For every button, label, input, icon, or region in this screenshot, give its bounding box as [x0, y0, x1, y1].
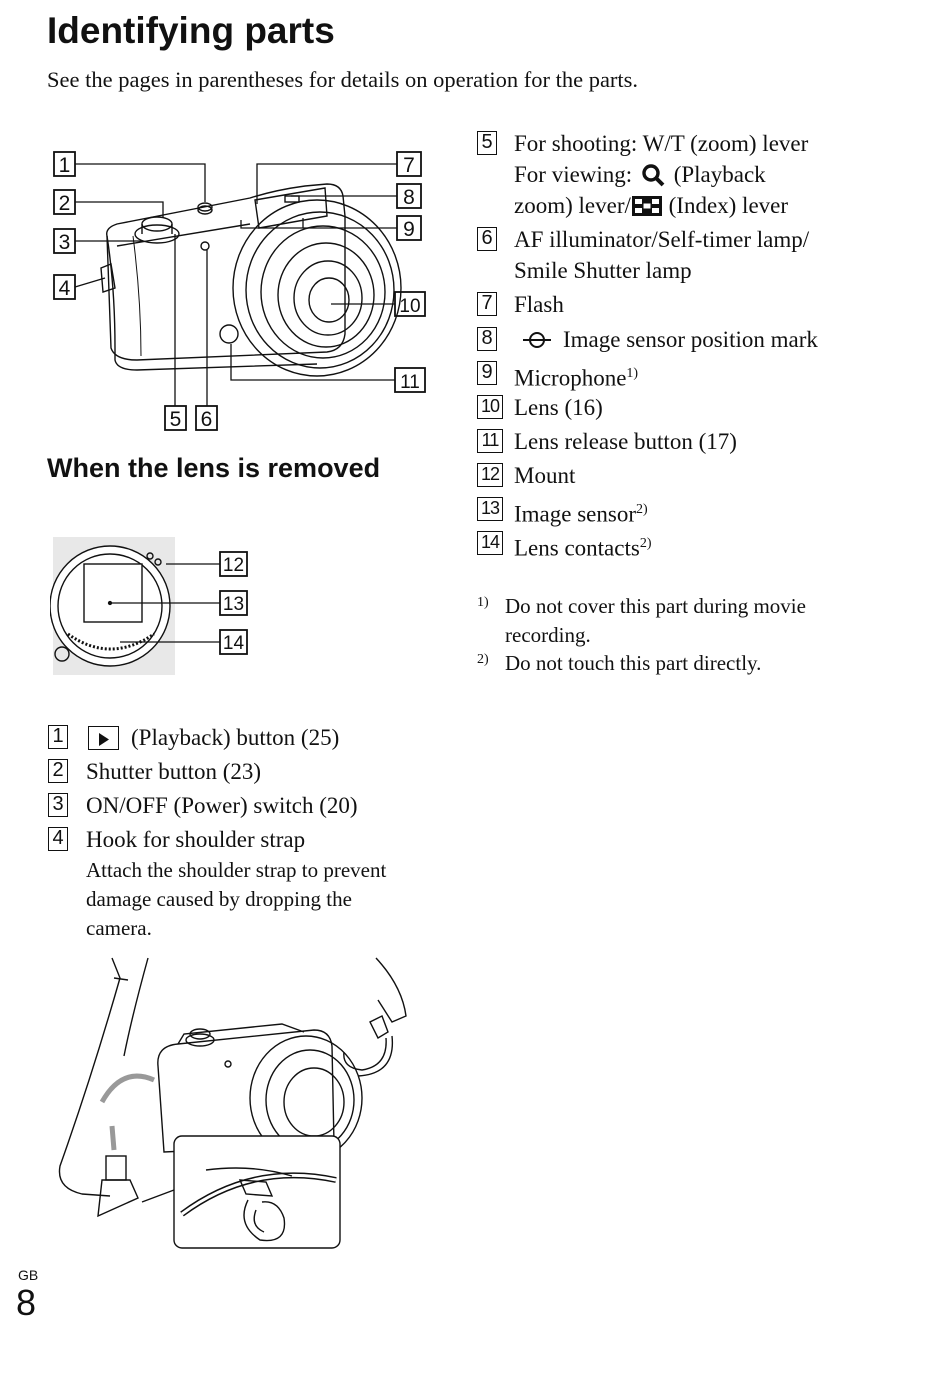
item-number: 7 [477, 292, 497, 316]
footnote-text: recording. [505, 623, 591, 647]
item-number: 10 [477, 395, 503, 419]
item-number: 12 [477, 463, 503, 487]
item-number: 1 [48, 725, 68, 749]
footnote-text: Do not cover this part during movie [505, 594, 806, 618]
item-text: Lens release button (17) [514, 429, 737, 454]
item-text: Lens (16) [514, 395, 603, 420]
strap-note: Attach the shoulder strap to prevent dam… [86, 856, 386, 943]
item-text: ON/OFF (Power) switch (20) [86, 793, 358, 818]
callout-14: 14 [223, 633, 245, 654]
strap-illustration [58, 957, 407, 1249]
item-number: 13 [477, 497, 503, 521]
footnote-1: 1) Do not cover this part during movie r… [477, 592, 897, 650]
callout-5: 5 [170, 408, 182, 431]
footnote-2: 2) Do not touch this part directly. [477, 649, 897, 678]
item-number: 2 [48, 759, 68, 783]
item-number: 4 [48, 827, 68, 851]
item-text: (Playback) button (25) [131, 725, 340, 750]
item-number: 14 [477, 531, 503, 555]
index-icon [631, 196, 662, 216]
magnifier-icon [642, 164, 665, 187]
callout-9: 9 [403, 218, 415, 241]
item-number: 8 [477, 327, 497, 351]
callout-12: 12 [223, 555, 244, 576]
callout-6: 6 [201, 408, 213, 431]
strap-note-line: damage caused by dropping the [86, 887, 352, 911]
item-text-zoom: zoom) lever/ (Index) lever [514, 193, 789, 218]
strap-note-line: Attach the shoulder strap to prevent [86, 858, 387, 882]
item-number: 5 [477, 131, 497, 155]
strap-note-line: camera. [86, 916, 152, 940]
footnote-ref: 1) [626, 366, 639, 381]
lens-removed-heading: When the lens is removed [47, 453, 381, 483]
item-text-viewing: For viewing: (Playback [514, 162, 766, 187]
item-text: Hook for shoulder strap [86, 827, 306, 852]
item-text: AF illuminator/Self-timer lamp/ [514, 227, 810, 252]
region-code: GB [18, 1267, 39, 1283]
footnote-text: Do not touch this part directly. [505, 651, 762, 675]
item-text: Image sensor [514, 501, 636, 527]
callout-4: 4 [59, 277, 71, 300]
callout-13: 13 [223, 594, 244, 615]
footnote-ref: 2) [639, 536, 652, 551]
item-number: 9 [477, 361, 497, 385]
sensor-position-icon [523, 332, 551, 348]
item-text: Mount [514, 463, 576, 488]
page-title: Identifying parts [47, 10, 335, 51]
callout-10: 10 [399, 296, 420, 317]
playback-icon [88, 726, 119, 750]
item-number: 6 [477, 227, 497, 251]
footnote-mark: 2) [477, 652, 489, 667]
item-text: Shutter button (23) [86, 759, 262, 784]
page-number: 8 [16, 1282, 37, 1323]
item-text: Image sensor position mark [563, 327, 818, 352]
callout-8: 8 [403, 186, 415, 209]
callout-1: 1 [59, 154, 71, 177]
list-item-5: 5 For shooting: W/T (zoom) lever For vie… [477, 128, 897, 221]
list-item-6: 6 AF illuminator/Self-timer lamp/ Smile … [477, 224, 897, 286]
item-text: Lens contacts [514, 535, 640, 561]
item-number: 11 [477, 429, 503, 453]
footnote-mark: 1) [477, 595, 489, 610]
callout-7: 7 [403, 154, 415, 177]
item-text: Smile Shutter lamp [514, 258, 692, 283]
mount-illustration: 12 13 14 [50, 537, 248, 675]
item-number: 3 [48, 793, 68, 817]
callout-3: 3 [59, 231, 71, 254]
intro-text: See the pages in parentheses for details… [47, 67, 639, 92]
item-text: For shooting: W/T (zoom) lever [514, 131, 809, 156]
item-text: Microphone [514, 365, 627, 391]
footnote-ref: 2) [636, 502, 648, 517]
callout-2: 2 [59, 192, 71, 215]
camera-front-illustration: 1 2 3 4 5 6 7 8 9 10 11 [53, 151, 426, 431]
callout-11: 11 [400, 372, 420, 393]
item-text: Flash [514, 292, 564, 317]
